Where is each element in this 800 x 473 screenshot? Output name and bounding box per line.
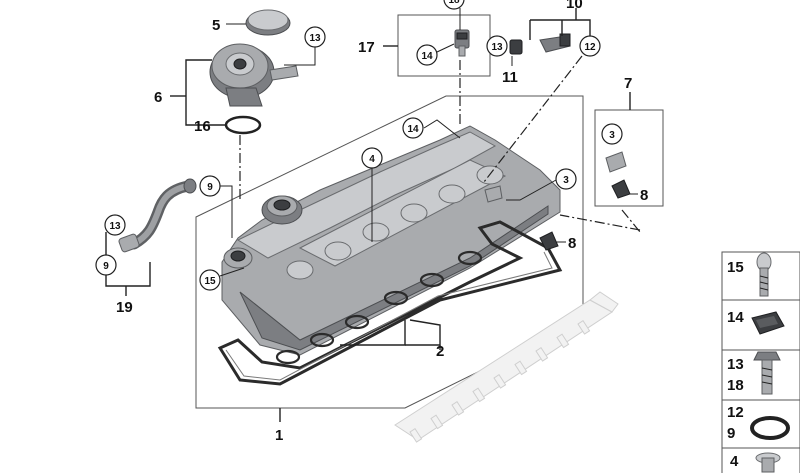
svg-text:15: 15 — [204, 276, 216, 287]
callout-7: 7 — [624, 75, 632, 92]
cam-bump — [286, 260, 314, 280]
circled-13-sensor: 13 — [486, 35, 508, 57]
svg-text:18: 18 — [727, 377, 744, 394]
circled-18: 18 — [443, 0, 465, 10]
circled-13-topleft: 13 — [304, 26, 326, 48]
injector-seal — [383, 290, 409, 306]
svg-text:12: 12 — [727, 404, 744, 421]
hex-bolt-icon — [753, 351, 781, 395]
o-ring-16 — [224, 115, 262, 135]
parts-panel: 15 14 13 18 12 9 — [721, 251, 800, 473]
cam-bump — [438, 184, 466, 204]
rail-port — [430, 414, 444, 430]
injector-seal — [309, 332, 335, 348]
callout-17: 17 — [358, 39, 375, 56]
stud-bolt-icon — [756, 252, 772, 297]
injector-seal — [275, 349, 301, 365]
svg-text:9: 9 — [207, 182, 213, 193]
svg-text:9: 9 — [103, 261, 109, 272]
callout-8-cover: 8 — [568, 235, 576, 252]
clamp-8-installed — [539, 231, 559, 251]
rail-port — [451, 401, 465, 416]
svg-text:4: 4 — [369, 154, 375, 165]
fuel-rail-ghost — [394, 291, 619, 443]
rail-port — [556, 333, 570, 349]
svg-text:13: 13 — [109, 221, 121, 232]
svg-text:4: 4 — [730, 453, 739, 470]
injector-seal — [457, 250, 483, 266]
circled-callouts: 13 9 13 9 15 4 14 14 — [95, 0, 623, 291]
circled-14-group: 14 — [416, 44, 438, 66]
injector-seal — [344, 314, 370, 330]
circled-9-hose: 9 — [199, 175, 221, 197]
circled-13-hose: 13 — [104, 214, 126, 236]
callout-16: 16 — [194, 118, 211, 135]
circled-14-cover: 14 — [402, 117, 424, 139]
circled-12: 12 — [579, 35, 601, 57]
circled-4: 4 — [361, 147, 383, 169]
cam-bump — [400, 203, 428, 223]
callout-6: 6 — [154, 89, 162, 106]
rail-port — [577, 320, 591, 335]
svg-text:3: 3 — [609, 130, 615, 141]
svg-text:13: 13 — [309, 33, 321, 44]
sensor-12 — [539, 33, 571, 53]
injector-seals — [275, 250, 483, 365]
sensor-18 — [454, 29, 470, 57]
svg-text:14: 14 — [421, 51, 433, 62]
circled-3-cover: 3 — [555, 168, 577, 190]
circled-3-box: 3 — [601, 123, 623, 145]
collar-bolt-icon — [755, 452, 781, 473]
callout-11: 11 — [502, 69, 518, 86]
cam-bump — [324, 241, 352, 261]
breather-port — [223, 247, 253, 269]
leader-lines — [105, 8, 641, 422]
camshaft-bumps — [286, 165, 504, 280]
o-ring-icon — [750, 416, 790, 440]
rail-port — [493, 374, 507, 389]
callout-10: 10 — [566, 0, 583, 12]
group-7-box — [594, 109, 664, 207]
injector-seal — [419, 272, 445, 288]
svg-text:12: 12 — [584, 42, 596, 53]
clamp-8 — [611, 179, 631, 199]
svg-text:9: 9 — [727, 425, 735, 442]
group-17-box — [397, 14, 491, 77]
callout-1: 1 — [275, 427, 283, 444]
rail-port — [535, 347, 549, 362]
circled-15: 15 — [199, 269, 221, 291]
callout-8-box: 8 — [640, 187, 648, 204]
callout-19: 19 — [116, 299, 133, 316]
clamp-3 — [605, 151, 627, 173]
filler-assembly-6 — [209, 43, 299, 107]
filler-cap-5 — [245, 9, 291, 36]
oil-filler-neck — [261, 195, 303, 225]
svg-text:14: 14 — [407, 124, 419, 135]
cam-bump — [362, 222, 390, 242]
callout-numbers: 5 6 16 17 10 11 7 8 8 4 19 2 1 — [116, 0, 648, 444]
sensor-11-13 — [509, 39, 523, 55]
rail-port — [514, 360, 528, 376]
svg-text:15: 15 — [727, 259, 744, 276]
svg-text:3: 3 — [563, 175, 569, 186]
svg-text:13: 13 — [727, 356, 744, 373]
callout-5: 5 — [212, 17, 220, 34]
rubber-grommet-icon — [751, 311, 785, 335]
breather-hose — [118, 178, 197, 253]
clamp-3-installed — [484, 185, 503, 203]
cover-gasket — [217, 220, 563, 386]
svg-text:18: 18 — [448, 0, 460, 6]
svg-text:13: 13 — [491, 42, 503, 53]
svg-text:14: 14 — [727, 309, 744, 326]
callout-2: 2 — [436, 343, 444, 360]
circled-9-lower: 9 — [95, 254, 117, 276]
rail-port — [409, 428, 423, 443]
rail-port — [472, 387, 486, 403]
